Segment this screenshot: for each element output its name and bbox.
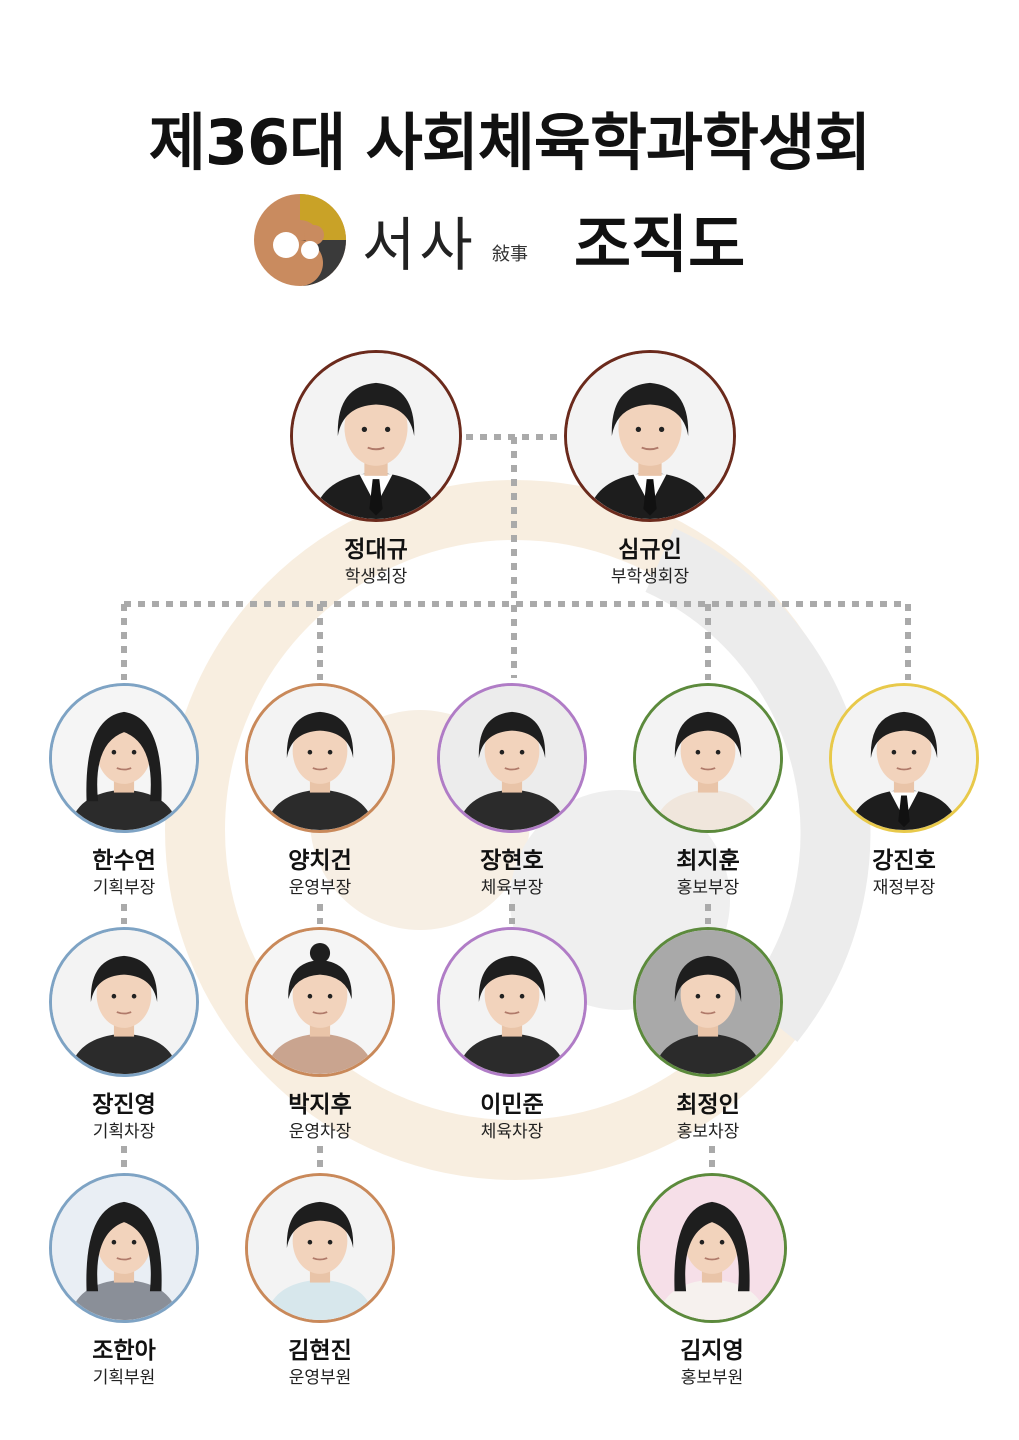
subtitle-row: 서사 敍事 조직도 — [0, 190, 1019, 290]
person-portrait-icon — [440, 930, 584, 1074]
member-name: 심규인 — [618, 537, 682, 563]
member-photo — [564, 350, 736, 522]
member-role: 체육부장 — [480, 878, 544, 898]
person-portrait-icon — [52, 930, 196, 1074]
member-photo — [245, 1173, 395, 1323]
member-role: 운영부장 — [288, 878, 352, 898]
member-photo — [637, 1173, 787, 1323]
person-portrait-icon — [248, 930, 392, 1074]
member-role: 운영부원 — [288, 1368, 352, 1388]
member-role: 체육차장 — [480, 1122, 544, 1142]
member-name: 조한아 — [92, 1338, 156, 1364]
person-portrait-icon — [567, 353, 733, 519]
member-photo — [633, 927, 783, 1077]
member-name: 김지영 — [680, 1338, 744, 1364]
member-photo — [49, 927, 199, 1077]
member-photo — [245, 683, 395, 833]
member-name: 최정인 — [676, 1092, 740, 1118]
member-role: 기획부장 — [92, 878, 156, 898]
person-portrait-icon — [248, 1176, 392, 1320]
member-name: 김현진 — [288, 1338, 352, 1364]
member-photo — [437, 927, 587, 1077]
member-photo — [633, 683, 783, 833]
person-portrait-icon — [640, 1176, 784, 1320]
seosa-logo-icon — [254, 194, 346, 286]
member-name: 박지후 — [288, 1092, 352, 1118]
member-photo — [49, 683, 199, 833]
member-photo — [290, 350, 462, 522]
member-name: 양치건 — [288, 848, 352, 874]
brand-name: 서사 — [362, 211, 477, 279]
member-photo — [829, 683, 979, 833]
member-name: 한수연 — [92, 848, 156, 874]
member-role: 재정부장 — [872, 878, 936, 898]
member-photo — [49, 1173, 199, 1323]
member-name: 장진영 — [92, 1092, 156, 1118]
member-role: 기획부원 — [92, 1368, 156, 1388]
person-portrait-icon — [832, 686, 976, 830]
person-portrait-icon — [52, 1176, 196, 1320]
member-role: 홍보차장 — [676, 1122, 740, 1142]
person-portrait-icon — [636, 686, 780, 830]
member-name: 장현호 — [480, 848, 544, 874]
member-name: 정대규 — [344, 537, 408, 563]
member-role: 운영차장 — [288, 1122, 352, 1142]
person-portrait-icon — [52, 686, 196, 830]
member-role: 홍보부장 — [676, 878, 740, 898]
member-role: 부학생회장 — [610, 567, 690, 587]
member-name: 강진호 — [872, 848, 936, 874]
member-role: 학생회장 — [344, 567, 408, 587]
member-photo — [245, 927, 395, 1077]
brand-hanja: 敍事 — [492, 244, 528, 265]
member-role: 홍보부원 — [680, 1368, 744, 1388]
person-portrait-icon — [636, 930, 780, 1074]
member-name: 이민준 — [480, 1092, 544, 1118]
person-portrait-icon — [440, 686, 584, 830]
person-portrait-icon — [248, 686, 392, 830]
member-name: 최지훈 — [676, 848, 740, 874]
person-portrait-icon — [293, 353, 459, 519]
member-role: 기획차장 — [92, 1122, 156, 1142]
org-chart-label: 조직도 — [574, 208, 746, 281]
member-photo — [437, 683, 587, 833]
page-title: 제36대 사회체육학과학생회 — [148, 106, 871, 179]
